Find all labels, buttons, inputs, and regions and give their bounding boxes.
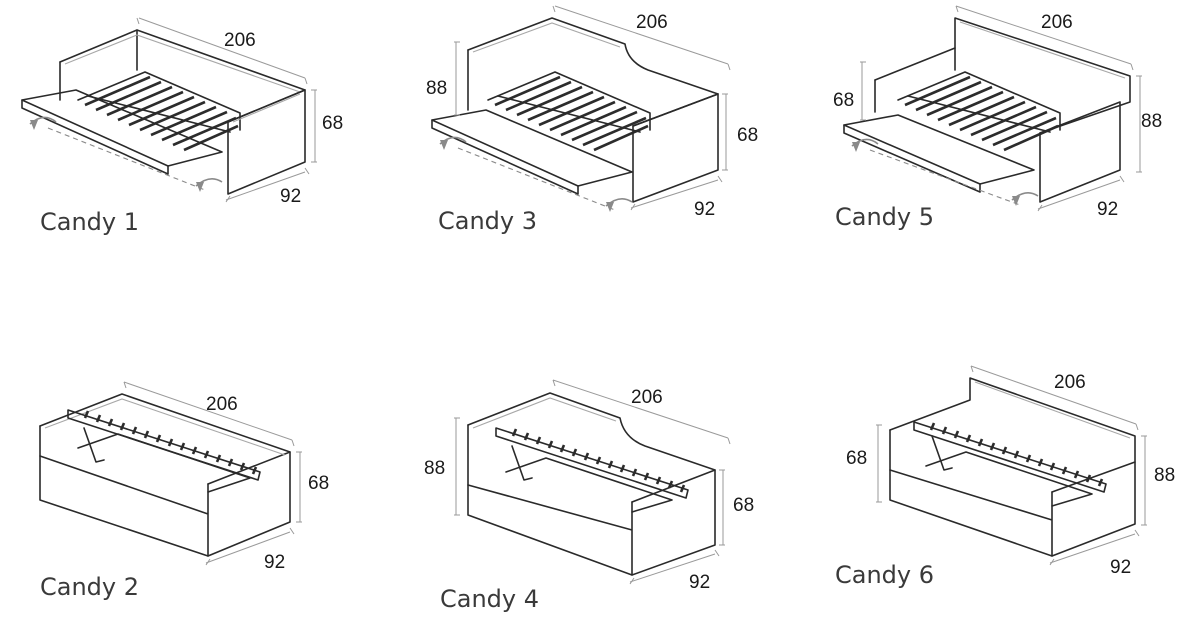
bed-drawing-candy-2 <box>39 381 302 566</box>
model-name-candy-5: Candy 5 <box>835 203 935 231</box>
width-label-candy-1: 206 <box>224 30 256 51</box>
height-right-label-candy-4: 68 <box>733 495 754 516</box>
depth-label-candy-1: 92 <box>280 186 301 207</box>
height-left-label-candy-5: 68 <box>833 90 854 111</box>
height-left-label-candy-4: 88 <box>424 458 445 479</box>
height-right-label-candy-2: 68 <box>308 473 329 494</box>
model-name-candy-4: Candy 4 <box>440 585 540 613</box>
model-name-candy-6: Candy 6 <box>835 561 935 589</box>
depth-label-candy-2: 92 <box>264 552 285 573</box>
depth-label-candy-4: 92 <box>689 572 710 593</box>
height-left-label-candy-3: 88 <box>426 78 447 99</box>
bed-drawing-candy-3 <box>431 5 731 212</box>
width-label-candy-4: 206 <box>631 387 663 408</box>
height-right-label-candy-1: 68 <box>322 113 343 134</box>
width-label-candy-6: 206 <box>1054 372 1086 393</box>
depth-label-candy-6: 92 <box>1110 557 1131 578</box>
depth-label-candy-5: 92 <box>1097 199 1118 220</box>
model-name-candy-3: Candy 3 <box>438 207 538 235</box>
bed-drawing-candy-6 <box>876 365 1147 566</box>
bed-drawing-candy-5 <box>843 5 1142 212</box>
height-right-label-candy-5: 88 <box>1141 111 1162 132</box>
height-right-label-candy-6: 88 <box>1154 465 1175 486</box>
bed-drawing-candy-1 <box>21 17 317 203</box>
model-name-candy-2: Candy 2 <box>40 573 140 601</box>
depth-label-candy-3: 92 <box>694 199 715 220</box>
height-right-label-candy-3: 68 <box>737 125 758 146</box>
width-label-candy-2: 206 <box>206 394 238 415</box>
width-label-candy-3: 206 <box>636 12 668 33</box>
bed-drawing-candy-4 <box>454 379 731 585</box>
width-label-candy-5: 206 <box>1041 12 1073 33</box>
model-name-candy-1: Candy 1 <box>40 208 140 236</box>
height-left-label-candy-6: 68 <box>846 448 867 469</box>
